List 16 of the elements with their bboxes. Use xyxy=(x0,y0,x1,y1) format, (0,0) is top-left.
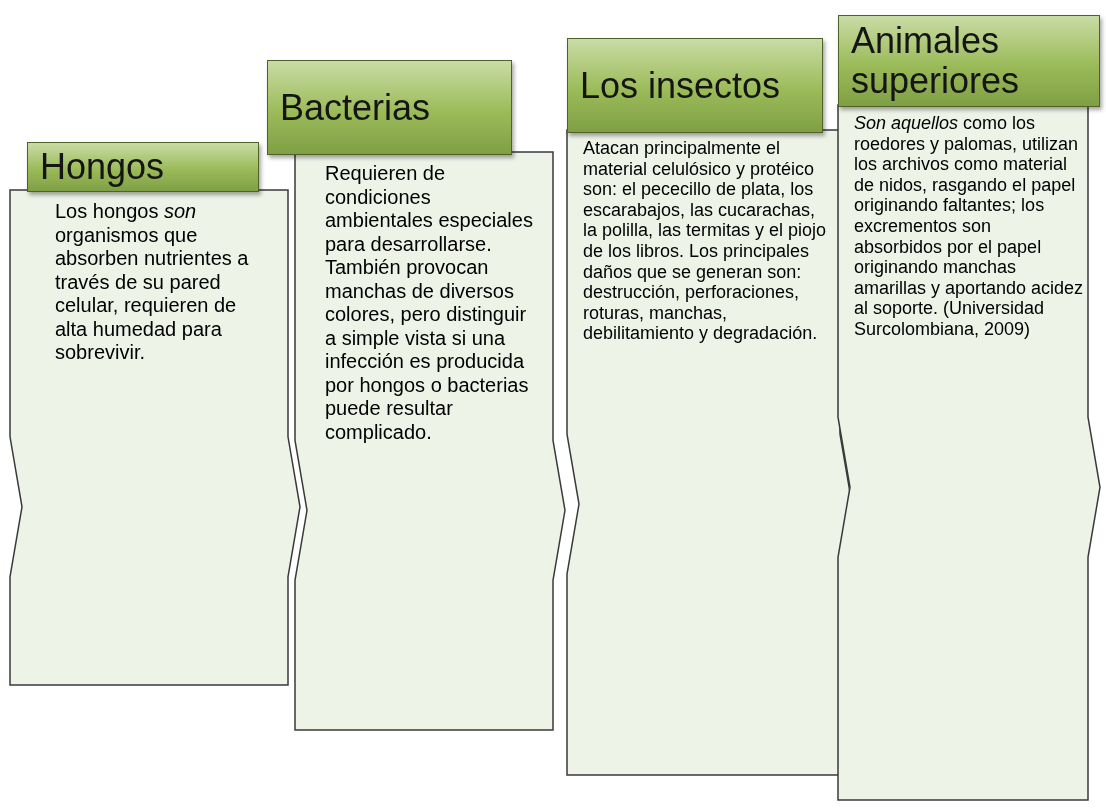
heading: Bacterias xyxy=(280,87,431,128)
chevron-panel xyxy=(10,190,300,685)
body-text: Atacan principalmente el material celulósico y protéico son: el pececillo de plata, los escarabajos, las cucarachas, la polilla, las termitas y el piojo de los libros. Los principales daños que se generan son: destrucción, perforaciones, roturas, manchas, debilitamiento y degradación. xyxy=(583,138,828,344)
heading: Animales superiores xyxy=(851,21,1021,101)
chevron-panel xyxy=(567,130,852,775)
heading: Los insectos xyxy=(580,65,781,106)
header-tab xyxy=(27,142,259,192)
body-text: Los hongos son organismos que absorben nutrientes a través de su pared celular, requieren de alta humedad para sobrevivir. xyxy=(55,200,250,365)
header-tab xyxy=(567,38,823,133)
heading: Hongos xyxy=(40,147,165,187)
header-tab xyxy=(838,15,1100,107)
body-text: Son aquellos como los roedores y palomas, utilizan los archivos como material de nidos, rasgando el papel originando faltantes; los excrementos son absorbidos por el papel originando manchas amarillas y aportando acidez al soporte. (Universidad Surcolombiana, 2009) xyxy=(854,113,1084,340)
header-tab xyxy=(267,60,512,155)
body-text: Requieren de condiciones ambientales especiales para desarrollarse. También provocan manchas de diversos colores, pero distinguir a simple vista si una infección es producida por hongos o bacterias puede resultar complicado. xyxy=(325,162,534,444)
chevron-panel xyxy=(838,105,1100,800)
chevron-panel xyxy=(295,152,565,730)
